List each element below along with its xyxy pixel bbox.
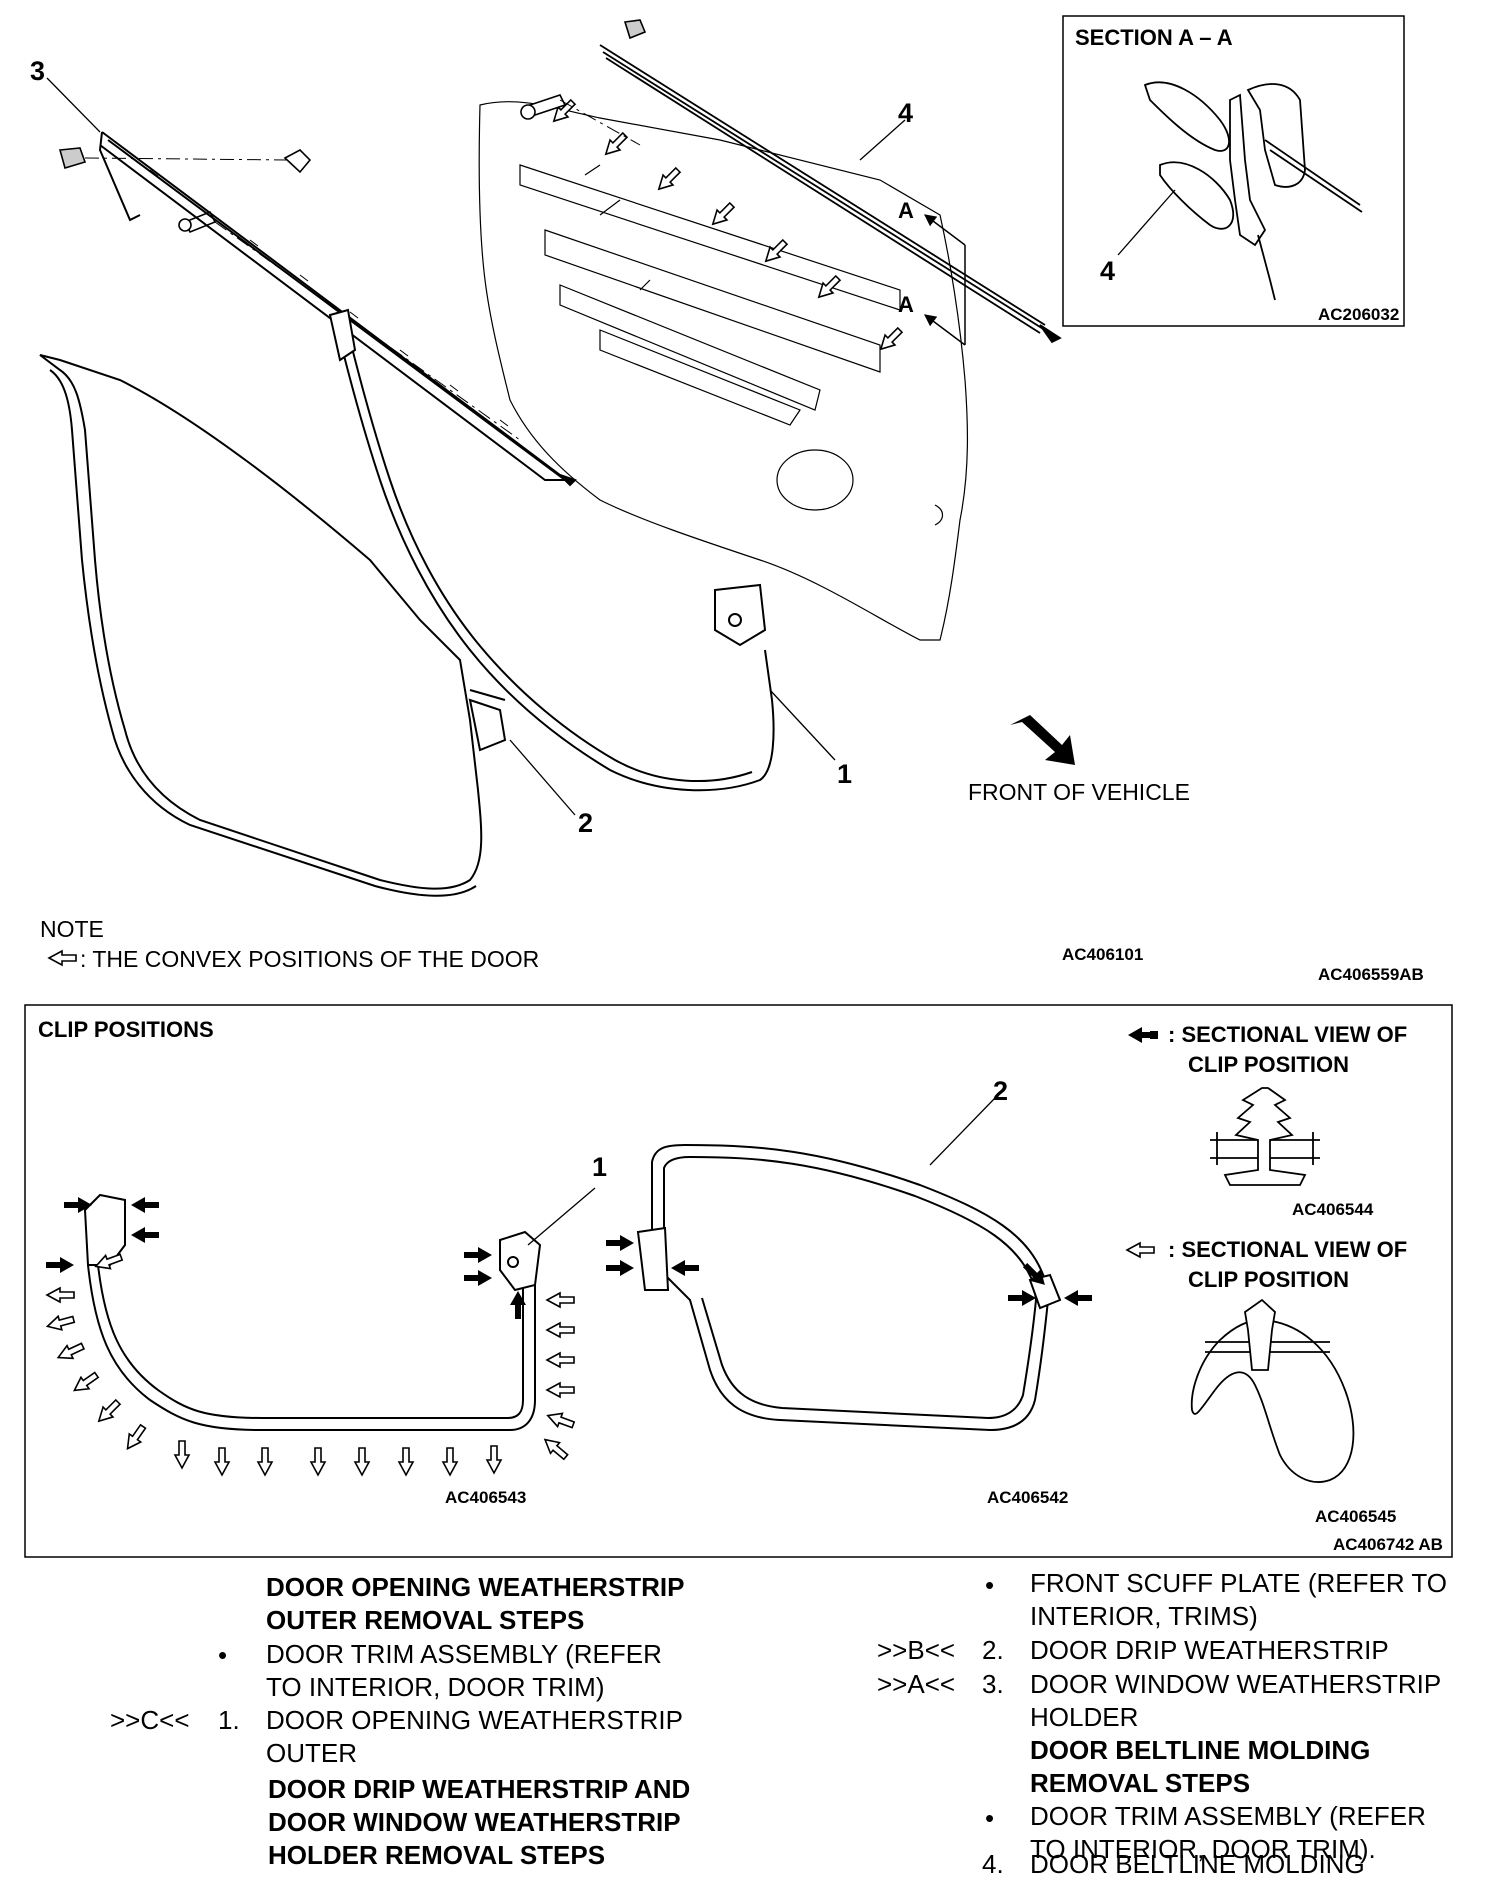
door-inner-panel: [478, 101, 969, 641]
opening-weatherstrip-outer: [328, 308, 775, 792]
callout-2-main: 2: [578, 808, 593, 838]
callout-3: 3: [30, 56, 45, 86]
note-text: : THE CONVEX POSITIONS OF THE DOOR: [80, 946, 539, 972]
legend-open-arrow-icon: [1126, 1242, 1155, 1258]
section-inset-box: [1062, 15, 1405, 327]
beltline-molding: [599, 44, 1062, 344]
legend-solid-code: AC406544: [1292, 1200, 1374, 1219]
clip-view-opening-weatherstrip: [83, 1193, 542, 1431]
right-step-4-bullet: •: [985, 1803, 995, 1833]
right-step-1-line2: INTERIOR, TRIMS): [1030, 1601, 1258, 1631]
drip-weatherstrip: [39, 354, 507, 897]
left-heading-1-line1: DOOR OPENING WEATHERSTRIP: [266, 1572, 685, 1602]
legend-open-line1: : SECTIONAL VIEW OF: [1168, 1237, 1407, 1262]
right-step-3-num: 3.: [982, 1669, 1004, 1699]
clip-callout-1: 1: [592, 1152, 607, 1182]
left-heading-2-line1: DOOR DRIP WEATHERSTRIP AND: [268, 1774, 691, 1804]
left-step-1-bullet: •: [218, 1640, 228, 1670]
main-code: AC406101: [1062, 945, 1143, 964]
left-heading-2-line2: DOOR WINDOW WEATHERSTRIP: [268, 1807, 681, 1837]
left-step-2-line2: OUTER: [266, 1738, 357, 1768]
clip-arrows-solid-mid: [606, 1235, 1092, 1306]
left-step-2-ref: >>C<<: [110, 1705, 190, 1735]
clip-code-mid: AC406542: [987, 1488, 1068, 1507]
right-heading-3-line2: REMOVAL STEPS: [1030, 1768, 1251, 1798]
left-step-2-line1: DOOR OPENING WEATHERSTRIP: [266, 1705, 683, 1735]
legend-open-clip-drawing: [1190, 1298, 1355, 1483]
clip-view-drip-weatherstrip: [636, 1143, 1062, 1432]
left-step-1-line1: DOOR TRIM ASSEMBLY (REFER: [266, 1639, 662, 1669]
left-step-1-line2: TO INTERIOR, DOOR TRIM): [266, 1672, 605, 1702]
right-heading-3-line1: DOOR BELTLINE MOLDING: [1030, 1735, 1371, 1765]
right-step-2-line1: DOOR DRIP WEATHERSTRIP: [1030, 1635, 1389, 1665]
panel-code-top: AC406559AB: [1318, 965, 1424, 984]
window-weatherstrip-holder: [98, 131, 577, 487]
section-code: AC206032: [1318, 305, 1399, 324]
clip-callout-2: 2: [993, 1076, 1008, 1106]
section-profile: [1143, 81, 1363, 301]
right-step-3-ref: >>A<<: [877, 1669, 956, 1699]
front-of-vehicle-arrow: [1010, 715, 1075, 765]
right-step-5-num: 4.: [982, 1849, 1004, 1879]
right-step-4-line1: DOOR TRIM ASSEMBLY (REFER: [1030, 1801, 1426, 1831]
convex-position-arrows: [548, 96, 906, 355]
right-step-5-line1: DOOR BELTLINE MOLDING: [1030, 1849, 1365, 1879]
front-of-vehicle-label: FRONT OF VEHICLE: [968, 779, 1190, 805]
note-title: NOTE: [40, 916, 104, 942]
section-leader: [1117, 189, 1176, 256]
clip-positions-title: CLIP POSITIONS: [38, 1017, 214, 1042]
clip-parts: [58, 19, 647, 234]
right-step-1-bullet: •: [985, 1570, 995, 1600]
section-title: SECTION A – A: [1075, 25, 1233, 50]
callout-4-main: 4: [898, 98, 913, 128]
note-open-arrow-icon: [48, 950, 77, 966]
clip-panel-code: AC406742 AB: [1333, 1535, 1443, 1554]
right-step-1-line1: FRONT SCUFF PLATE (REFER TO: [1030, 1568, 1448, 1598]
clip-callout-1-leader: [527, 1187, 596, 1246]
clip-positions-box: [24, 1004, 1453, 1558]
right-step-3-line2: HOLDER: [1030, 1702, 1139, 1732]
legend-solid-line2: CLIP POSITION: [1188, 1052, 1349, 1077]
clip-code-left: AC406543: [445, 1488, 526, 1507]
section-marker-a-top: A: [898, 198, 914, 223]
legend-open-code: AC406545: [1315, 1507, 1396, 1526]
right-step-2-num: 2.: [982, 1635, 1004, 1665]
left-step-2-num: 1.: [218, 1705, 240, 1735]
leader-lines: [46, 77, 906, 816]
left-heading-2-line3: HOLDER REMOVAL STEPS: [268, 1840, 606, 1870]
clip-arrows-open-left: [44, 1249, 577, 1476]
left-heading-1-line2: OUTER REMOVAL STEPS: [266, 1605, 585, 1635]
legend-solid-line1: : SECTIONAL VIEW OF: [1168, 1022, 1407, 1047]
legend-solid-clip-drawing: [1210, 1087, 1320, 1186]
callout-4-section: 4: [1100, 256, 1115, 286]
right-step-4-line2: TO INTERIOR, DOOR TRIM).: [1030, 1834, 1376, 1864]
right-step-3-line1: DOOR WINDOW WEATHERSTRIP: [1030, 1669, 1442, 1699]
window-holder-hatch: [149, 169, 509, 427]
right-step-2-ref: >>B<<: [877, 1635, 956, 1665]
legend-open-line2: CLIP POSITION: [1188, 1267, 1349, 1292]
legend-solid-arrow-tail: [1150, 1031, 1158, 1039]
section-marker-a-bottom: A: [898, 292, 914, 317]
clip-callout-2-leader: [929, 1097, 996, 1166]
section-markers: [924, 214, 966, 346]
callout-1-main: 1: [837, 759, 852, 789]
